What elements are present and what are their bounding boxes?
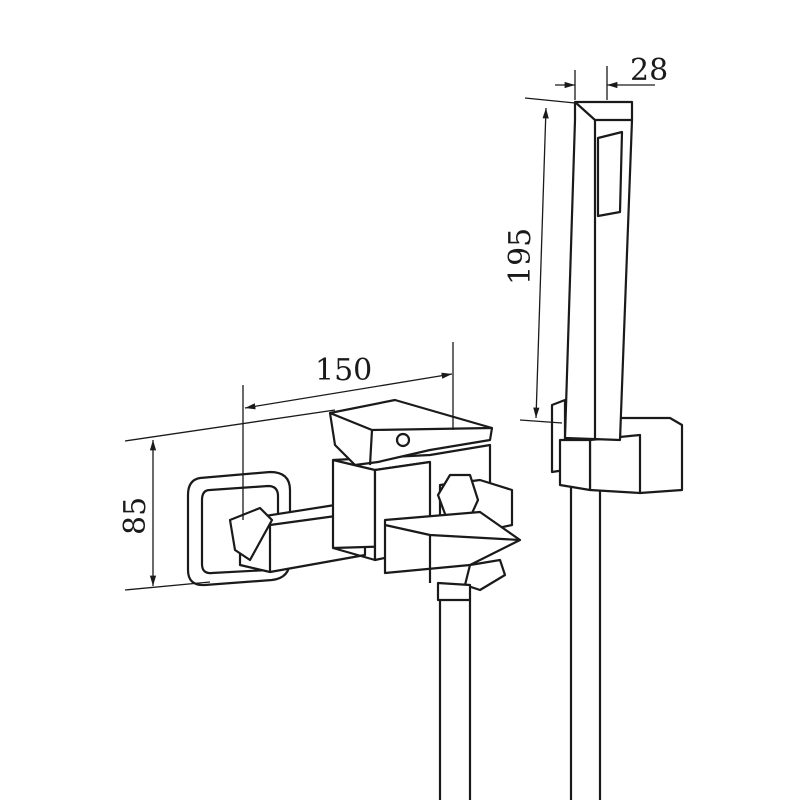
dimension-label-195: 195 (503, 228, 538, 285)
dimension-28: 28 (555, 53, 668, 100)
spout (383, 510, 522, 602)
handshower-holder (550, 398, 684, 495)
dimension-150: 150 (242, 342, 454, 520)
hose-pipes (438, 470, 602, 800)
dimension-label-150: 150 (315, 353, 372, 388)
dimension-85: 85 (118, 409, 336, 591)
dimension-195: 195 (503, 97, 576, 424)
handshower (563, 100, 634, 442)
dimension-label-85: 85 (118, 497, 153, 535)
dimension-label-28: 28 (630, 53, 668, 88)
